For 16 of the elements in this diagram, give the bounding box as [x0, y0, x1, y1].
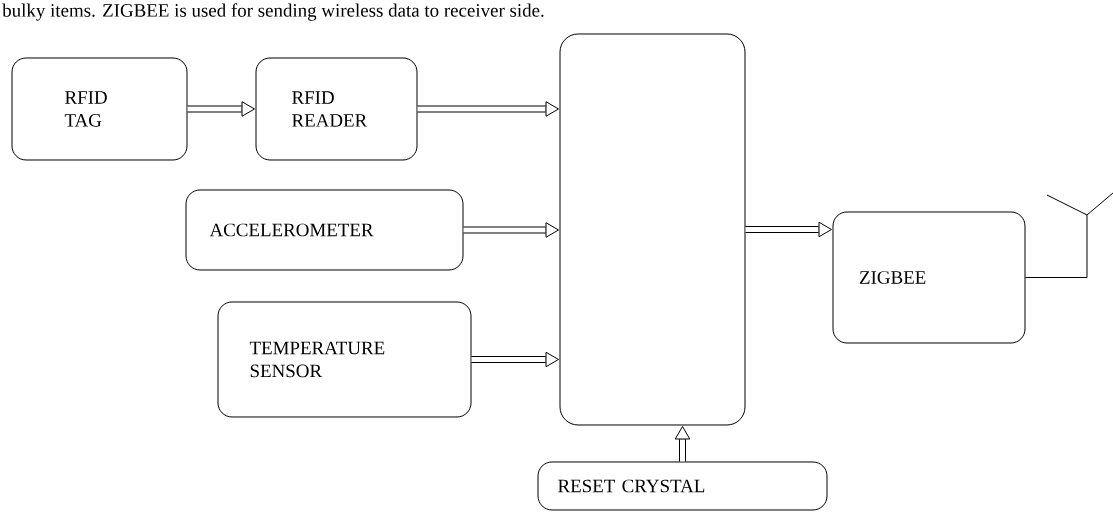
- body-text: bulky items. ZIGBEE is used for sending wireless data to receiver side.: [2, 3, 544, 21]
- arrow: [187, 101, 255, 117]
- arrow: [471, 351, 559, 368]
- process-box: ACCELEROMETER: [185, 189, 464, 271]
- connector-line: [1025, 214, 1088, 278]
- antenna-drawing: [1046, 192, 1113, 216]
- arrow: [463, 222, 559, 238]
- process-box: TEMPERATURE SENSOR: [217, 301, 472, 418]
- arrow: [417, 101, 559, 117]
- process-box: RFID TAG: [11, 57, 188, 161]
- processor-box: [559, 33, 746, 426]
- process-box: RFID READER: [255, 57, 418, 161]
- arrow: [674, 426, 691, 462]
- arrow: [745, 221, 832, 238]
- process-box: RESET CRYSTAL: [537, 461, 828, 511]
- process-box: ZIGBEE: [832, 211, 1026, 344]
